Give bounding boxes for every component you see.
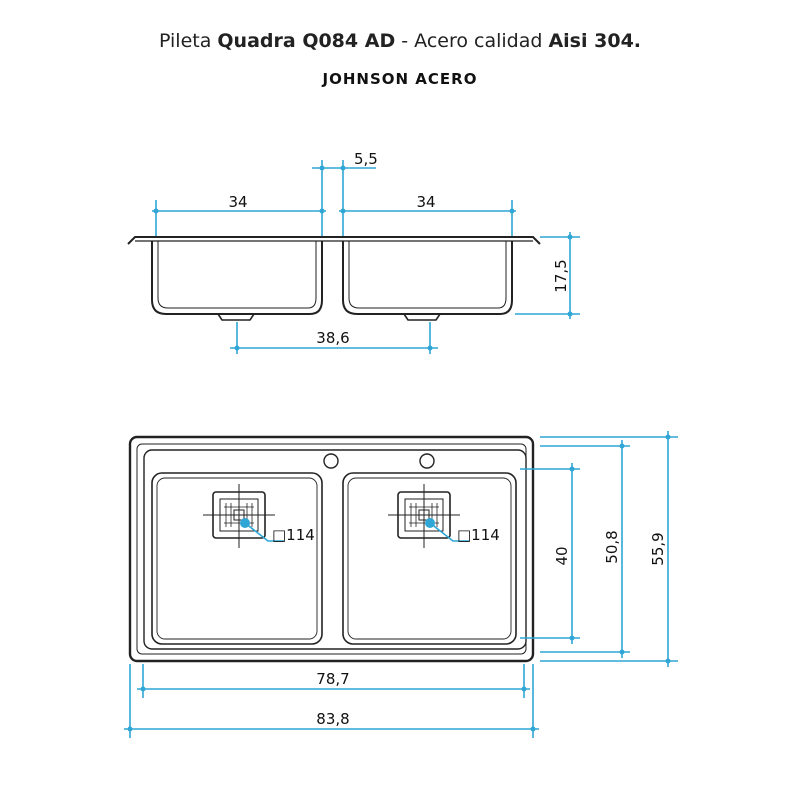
left-drain [203,484,284,548]
outer-rim [128,435,535,663]
dim-label-right-bowl: 34 [416,193,435,211]
dim-label-bowl-length: 40 [553,546,571,565]
dim-label-divider: 5,5 [354,150,378,168]
dim-bowl-length: 40 [520,463,580,644]
left-drain-outlet [217,313,255,321]
title-part2: - Acero calidad [395,30,549,52]
dim-divider-width: 5,5 [312,150,378,236]
right-drain-outlet [403,313,441,321]
dim-label-total-length: 55,9 [649,532,667,565]
dim-drain-spacing: 38,6 [230,322,438,354]
left-drain-label: □114 [272,526,315,544]
right-bowl [342,472,517,645]
product-title: Pileta Quadra Q084 AD - Acero calidad Ai… [0,30,800,52]
faucet-hole-right [419,453,435,469]
right-drain-label: □114 [457,526,500,544]
dim-label-inner-length: 50,8 [603,530,621,563]
right-bowl-profile [342,241,513,315]
dim-left-bowl-width: 34 [152,193,326,236]
dim-label-left-bowl: 34 [228,193,247,211]
dim-label-depth: 17,5 [552,259,570,292]
dim-label-inner-width: 78,7 [316,670,349,688]
dim-total-length: 55,9 [540,431,678,667]
title-part1: Pileta [158,30,218,52]
left-bowl-inner [156,477,318,640]
dim-bowl-depth: 17,5 [515,232,580,319]
rim-inner-edge [136,443,527,655]
inner-deck [143,449,527,650]
rim-flange [127,236,541,245]
right-bowl-inner [347,477,512,640]
dim-inner-length: 50,8 [540,440,630,658]
side-section-view: 5,5 34 34 17,5 [127,150,580,354]
dim-label-drain-spacing: 38,6 [316,329,349,347]
dim-right-bowl-width: 34 [339,193,516,236]
left-bowl [151,472,323,645]
dim-total-width: 83,8 [124,664,539,738]
right-drain [388,484,469,548]
dim-label-total-width: 83,8 [316,710,349,728]
left-bowl-inner-profile [157,241,317,309]
title-material: Aisi 304. [548,30,642,52]
left-bowl-profile [151,241,323,315]
right-bowl-inner-profile [348,241,507,309]
faucet-hole-left [323,453,339,469]
title-model: Quadra Q084 AD [217,30,396,52]
brand-name: JOHNSON ACERO [322,70,478,88]
dim-inner-width: 78,7 [137,664,530,698]
top-plan-view: □114 □114 40 [124,431,678,738]
